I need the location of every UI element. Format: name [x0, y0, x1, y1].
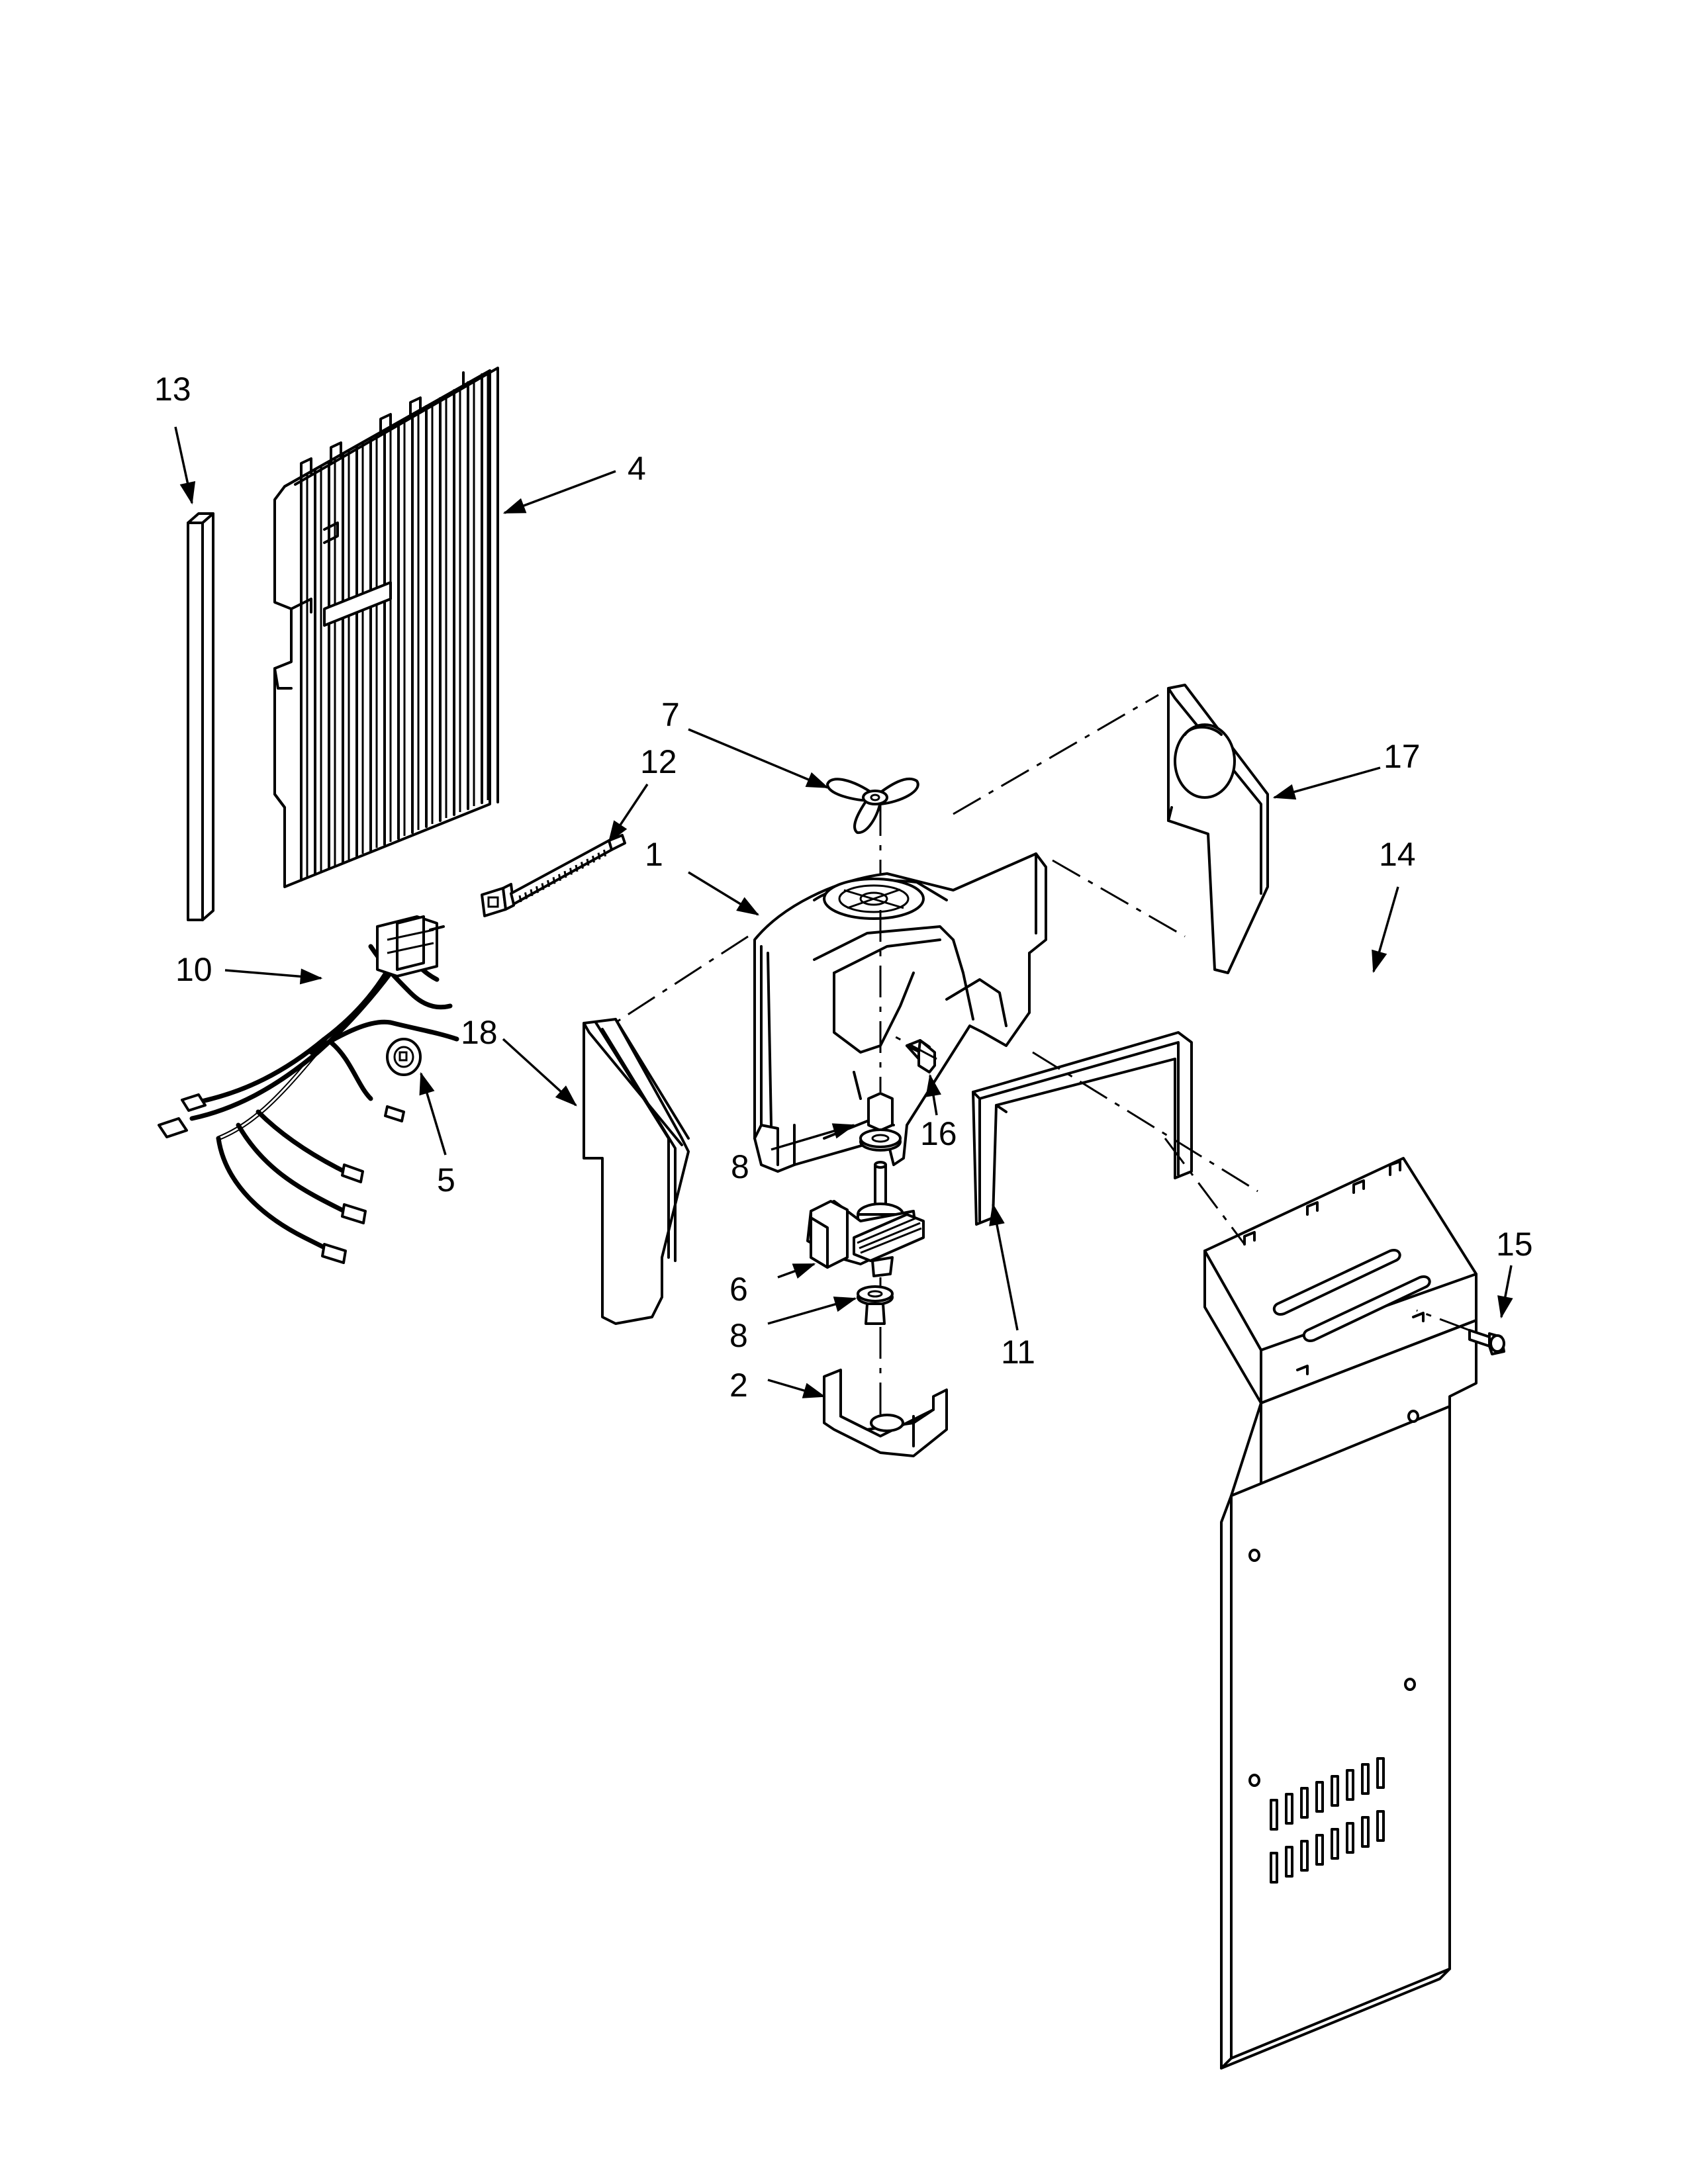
callout-18: 18 — [461, 1014, 498, 1051]
part-18-side-panel — [583, 1018, 690, 1325]
part-10-wire-harness — [158, 915, 459, 1264]
grille-wires — [300, 371, 489, 882]
vent-slot — [1331, 1775, 1339, 1807]
callout-12: 12 — [640, 743, 677, 780]
vent-slot — [1376, 1757, 1385, 1789]
leader-lines — [174, 426, 1513, 1398]
vent-slot — [1315, 1781, 1324, 1813]
vent-slot — [1285, 1793, 1293, 1825]
part-12-cable-tie — [481, 834, 626, 917]
part-8-lower-bushing — [857, 1285, 894, 1325]
part-2-motor-bracket — [823, 1369, 948, 1457]
vent-slot — [1361, 1816, 1370, 1848]
callout-8-lower: 8 — [729, 1317, 748, 1354]
tie-tooth — [547, 880, 550, 887]
vent-slot — [1376, 1810, 1385, 1842]
part-14-duct-cover — [1203, 1157, 1477, 2070]
part-11-u-gasket — [972, 1031, 1193, 1226]
callout-4: 4 — [628, 450, 646, 487]
vent-slot — [1331, 1828, 1339, 1860]
callout-16: 16 — [920, 1115, 957, 1152]
vent-slot — [1300, 1787, 1309, 1819]
vent-slot — [1270, 1799, 1278, 1831]
callout-7: 7 — [661, 696, 680, 733]
tie-tooth — [586, 858, 590, 866]
part-4-wire-grille — [273, 367, 499, 888]
tie-tooth — [575, 864, 579, 872]
part-13-gasket-strip — [187, 512, 214, 921]
tie-tooth — [524, 892, 528, 899]
vent-slot — [1285, 1846, 1293, 1878]
part-8-upper-bushing — [859, 1092, 902, 1152]
alignment-lines — [615, 694, 1470, 1416]
tie-tooth — [541, 883, 545, 890]
part-17-side-panel — [1167, 684, 1269, 974]
tie-tooth — [552, 877, 556, 884]
part-6-fan-motor — [806, 1161, 925, 1291]
part-16-screw — [906, 1039, 936, 1073]
vent-slot — [1315, 1834, 1324, 1866]
callout-14: 14 — [1379, 836, 1416, 873]
tie-tooth — [603, 849, 606, 857]
callout-13: 13 — [154, 371, 191, 408]
part-7-fan-blade — [826, 777, 919, 835]
vent-slot — [1300, 1840, 1309, 1872]
vent-slots — [1270, 1757, 1385, 1884]
callout-11: 11 — [1001, 1334, 1035, 1371]
vent-slot — [1361, 1763, 1370, 1795]
tie-tooth — [592, 855, 595, 863]
callout-labels: 13 4 7 12 17 1 14 10 18 16 8 5 15 6 11 8… — [154, 371, 1533, 1404]
callout-2: 2 — [729, 1367, 748, 1404]
part-15-screw — [1468, 1329, 1505, 1355]
callout-6: 6 — [729, 1271, 748, 1308]
cable-tie-teeth — [518, 849, 606, 903]
vent-slot — [1346, 1769, 1354, 1801]
tie-tooth — [558, 874, 561, 882]
tie-tooth — [518, 895, 522, 903]
tie-tooth — [536, 886, 539, 893]
vent-slot — [1346, 1822, 1354, 1854]
callout-5: 5 — [437, 1161, 455, 1199]
tie-tooth — [569, 868, 573, 875]
callout-8-upper: 8 — [731, 1148, 749, 1185]
tie-tooth — [530, 889, 534, 897]
callout-10: 10 — [175, 951, 212, 988]
vent-slot — [1270, 1852, 1278, 1884]
tie-tooth — [597, 852, 601, 860]
callout-15: 15 — [1496, 1226, 1533, 1263]
callout-17: 17 — [1383, 738, 1421, 775]
tie-tooth — [563, 870, 567, 878]
part-5-sensor — [386, 1038, 422, 1076]
tie-tooth — [581, 862, 584, 869]
callout-1: 1 — [645, 836, 663, 873]
part-1-fan-shroud — [753, 852, 1047, 1173]
